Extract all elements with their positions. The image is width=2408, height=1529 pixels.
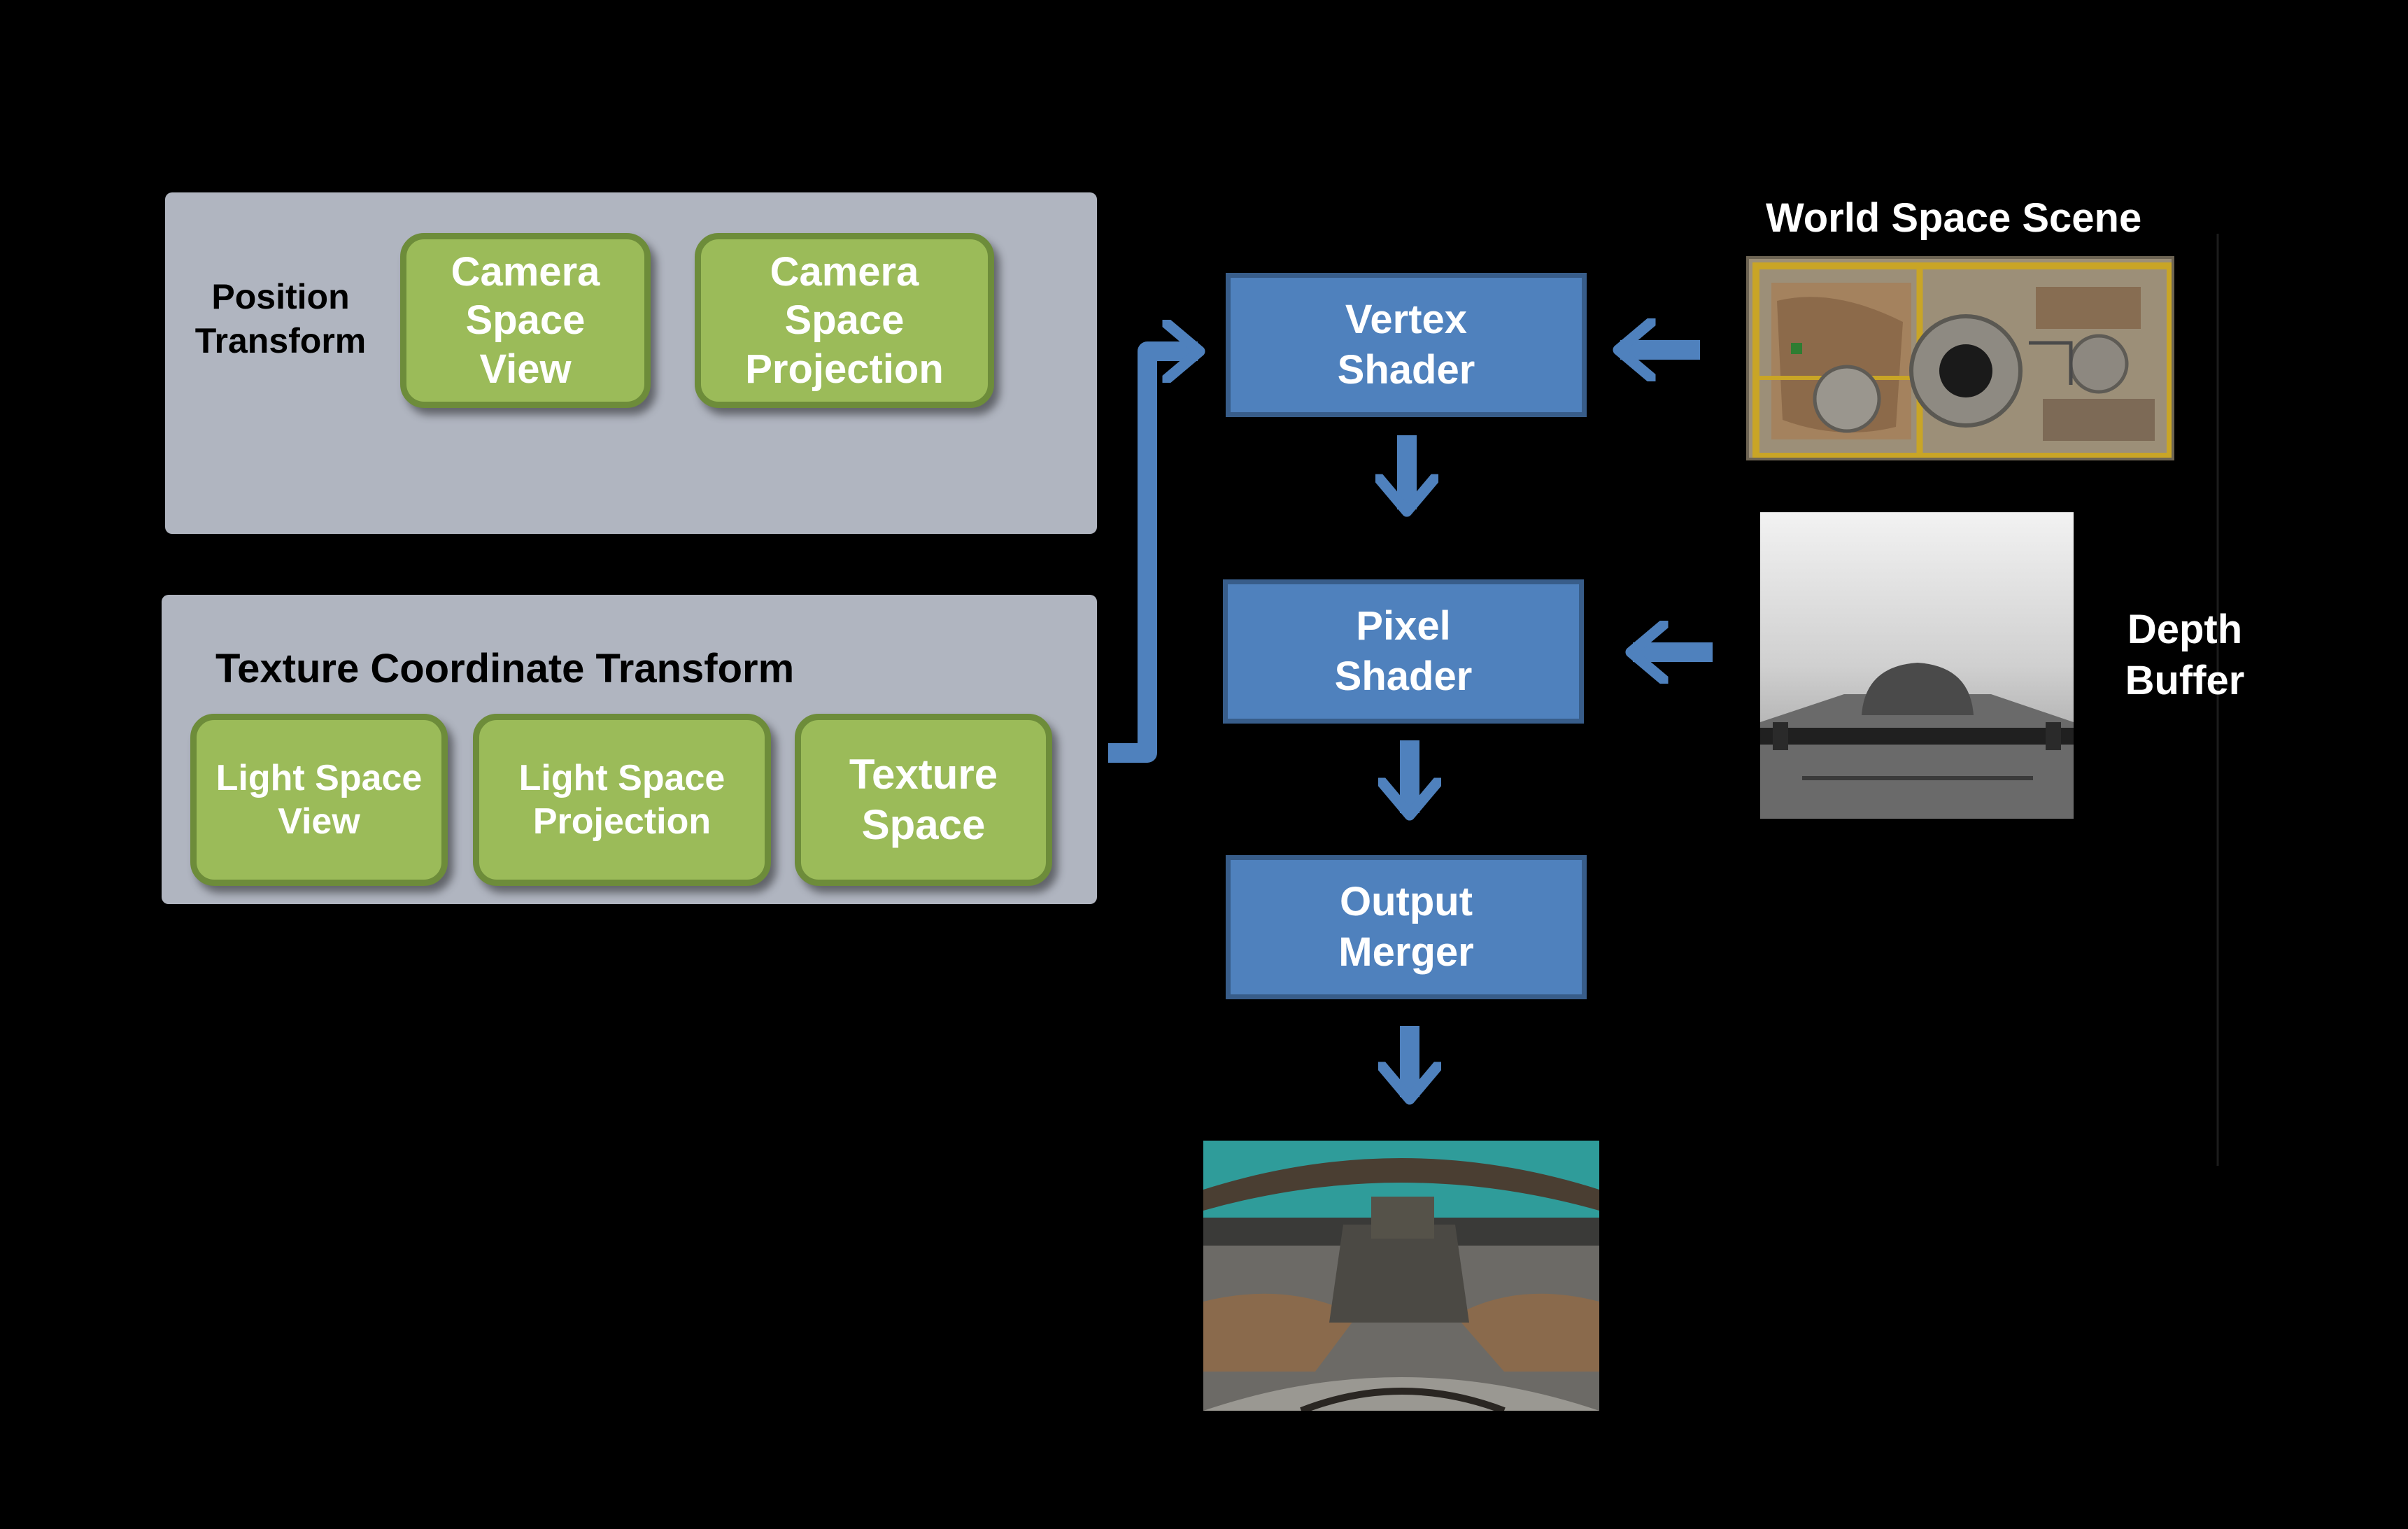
- depth-buffer-image: [1760, 512, 2074, 819]
- world-space-scene-image: [1746, 256, 2174, 460]
- vertex-shader-box: Vertex Shader: [1226, 273, 1587, 417]
- transform-to-vertex-arrow: [1108, 351, 1198, 763]
- light-space-view-box: Light Space View: [190, 714, 448, 886]
- camera-space-view-box: Camera Space View: [400, 233, 651, 408]
- light-space-projection-box: Light Space Projection: [473, 714, 771, 886]
- depth-buffer-label: Depth Buffer: [2125, 607, 2245, 703]
- rendered-output-image: [1203, 1141, 1599, 1411]
- camera-space-projection-box: Camera Space Projection: [695, 233, 994, 408]
- position-transform-label: Position Transform: [194, 277, 367, 360]
- output-merger-box: Output Merger: [1226, 855, 1587, 999]
- pixel-shader-box: Pixel Shader: [1223, 579, 1584, 724]
- texture-coordinate-transform-label: Texture Coordinate Transform: [215, 646, 795, 691]
- world-space-scene-label: World Space Scene: [1766, 195, 2142, 241]
- texture-space-box: Texture Space: [795, 714, 1052, 886]
